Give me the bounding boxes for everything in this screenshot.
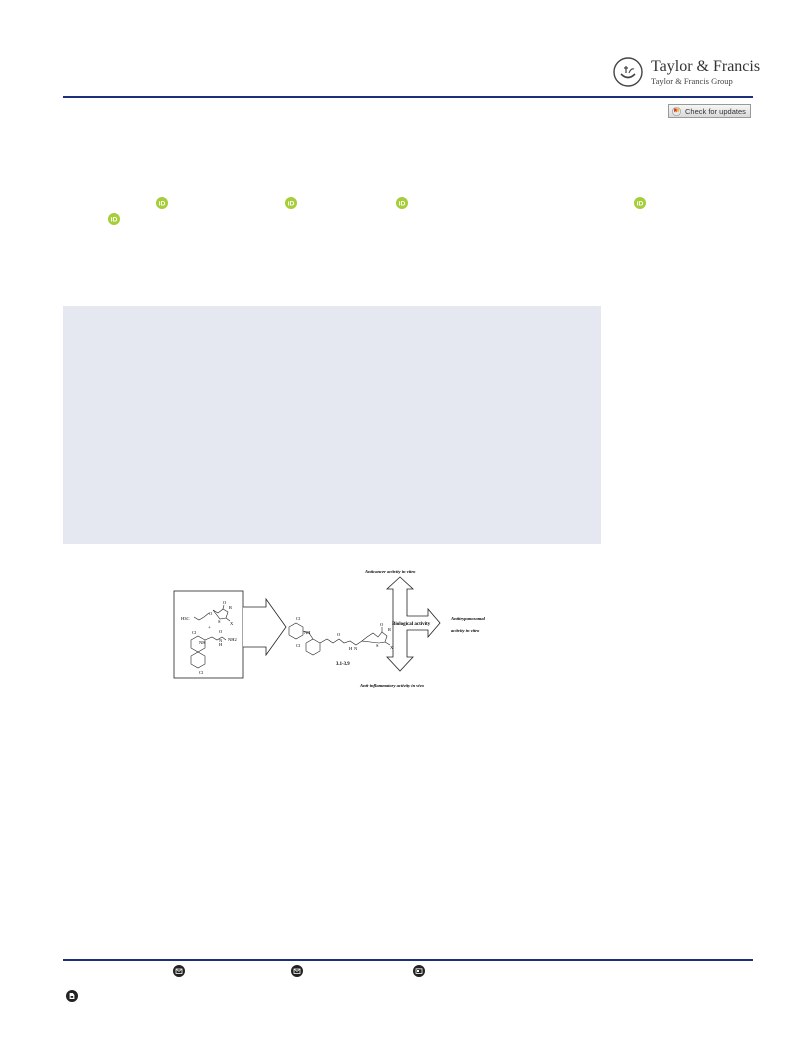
reactant-hydrazide <box>190 635 227 669</box>
atom-label: O <box>219 629 223 634</box>
publisher-name: Taylor & Francis <box>651 58 761 75</box>
svg-text:iD: iD <box>159 201 166 208</box>
atom-label: Cl <box>296 643 301 648</box>
atom-label: Cl <box>296 616 301 621</box>
compound-range-label: 3.1-3.9 <box>336 662 350 667</box>
orcid-icon[interactable]: iD <box>634 197 646 209</box>
reactant-ethoxymethylene <box>193 604 231 622</box>
antitrypanosomal-label: Antitrypanosomal <box>450 616 486 621</box>
svg-text:iD: iD <box>111 217 118 224</box>
atom-label: N <box>354 646 358 651</box>
atom-label: NH2 <box>228 637 237 642</box>
check-for-updates-label: Check for updates <box>685 107 746 116</box>
atom-label: X <box>390 645 394 650</box>
publisher-group: Taylor & Francis Group <box>651 76 733 86</box>
atom-label: Cl <box>192 630 197 635</box>
atom-label: O <box>380 622 384 627</box>
orcid-icon[interactable]: iD <box>285 197 297 209</box>
orcid-icon[interactable]: iD <box>156 197 168 209</box>
card-icon[interactable] <box>413 965 425 977</box>
abstract-box <box>63 306 601 544</box>
crossmark-icon <box>672 107 681 116</box>
atom-label: Cl <box>199 670 204 675</box>
biological-activity-label: Biological activity <box>392 622 431 627</box>
email-icon[interactable] <box>173 965 185 977</box>
atom-label: R <box>229 605 232 610</box>
activity-arrows <box>385 576 441 672</box>
atom-label: S <box>376 643 379 648</box>
atom-label: O <box>223 600 227 605</box>
antiinflammatory-label: Anti-inflammatory activity in vivo <box>359 683 425 688</box>
svg-text:iD: iD <box>637 201 644 208</box>
reaction-arrow <box>243 597 287 657</box>
atom-label: N <box>219 638 223 643</box>
header-rule <box>63 96 753 98</box>
atom-label: NH <box>199 640 206 645</box>
atom-label: R <box>388 627 391 632</box>
anticancer-label: Anticancer activity in vitro <box>364 569 416 574</box>
email-icon[interactable] <box>291 965 303 977</box>
atom-label: NH <box>304 630 311 635</box>
publisher-logo: Taylor & Francis Taylor & Francis Group <box>613 57 761 89</box>
product-molecule <box>288 622 391 656</box>
footer-rule <box>63 959 753 961</box>
atom-label: H <box>219 642 223 647</box>
supplementary-icon[interactable] <box>66 990 78 1002</box>
reactants-box <box>173 590 244 679</box>
antitrypanosomal-label: activity in vitro <box>451 628 480 633</box>
svg-text:iD: iD <box>399 201 406 208</box>
atom-label: O <box>337 632 341 637</box>
check-for-updates-button[interactable]: Check for updates <box>668 104 751 118</box>
atom-label: H <box>349 646 353 651</box>
svg-text:iD: iD <box>288 201 295 208</box>
atom-label: H3C <box>181 616 190 621</box>
orcid-icon[interactable]: iD <box>396 197 408 209</box>
atom-label: O <box>209 611 213 616</box>
atom-label: X <box>230 621 234 626</box>
orcid-icon[interactable]: iD <box>108 213 120 225</box>
plus-sign: + <box>208 626 211 631</box>
graphical-abstract: H3C O O R S X + Cl NH Cl O H N NH2 Cl NH… <box>173 569 486 688</box>
publisher-seal-icon <box>613 57 643 87</box>
atom-label: S <box>218 619 221 624</box>
